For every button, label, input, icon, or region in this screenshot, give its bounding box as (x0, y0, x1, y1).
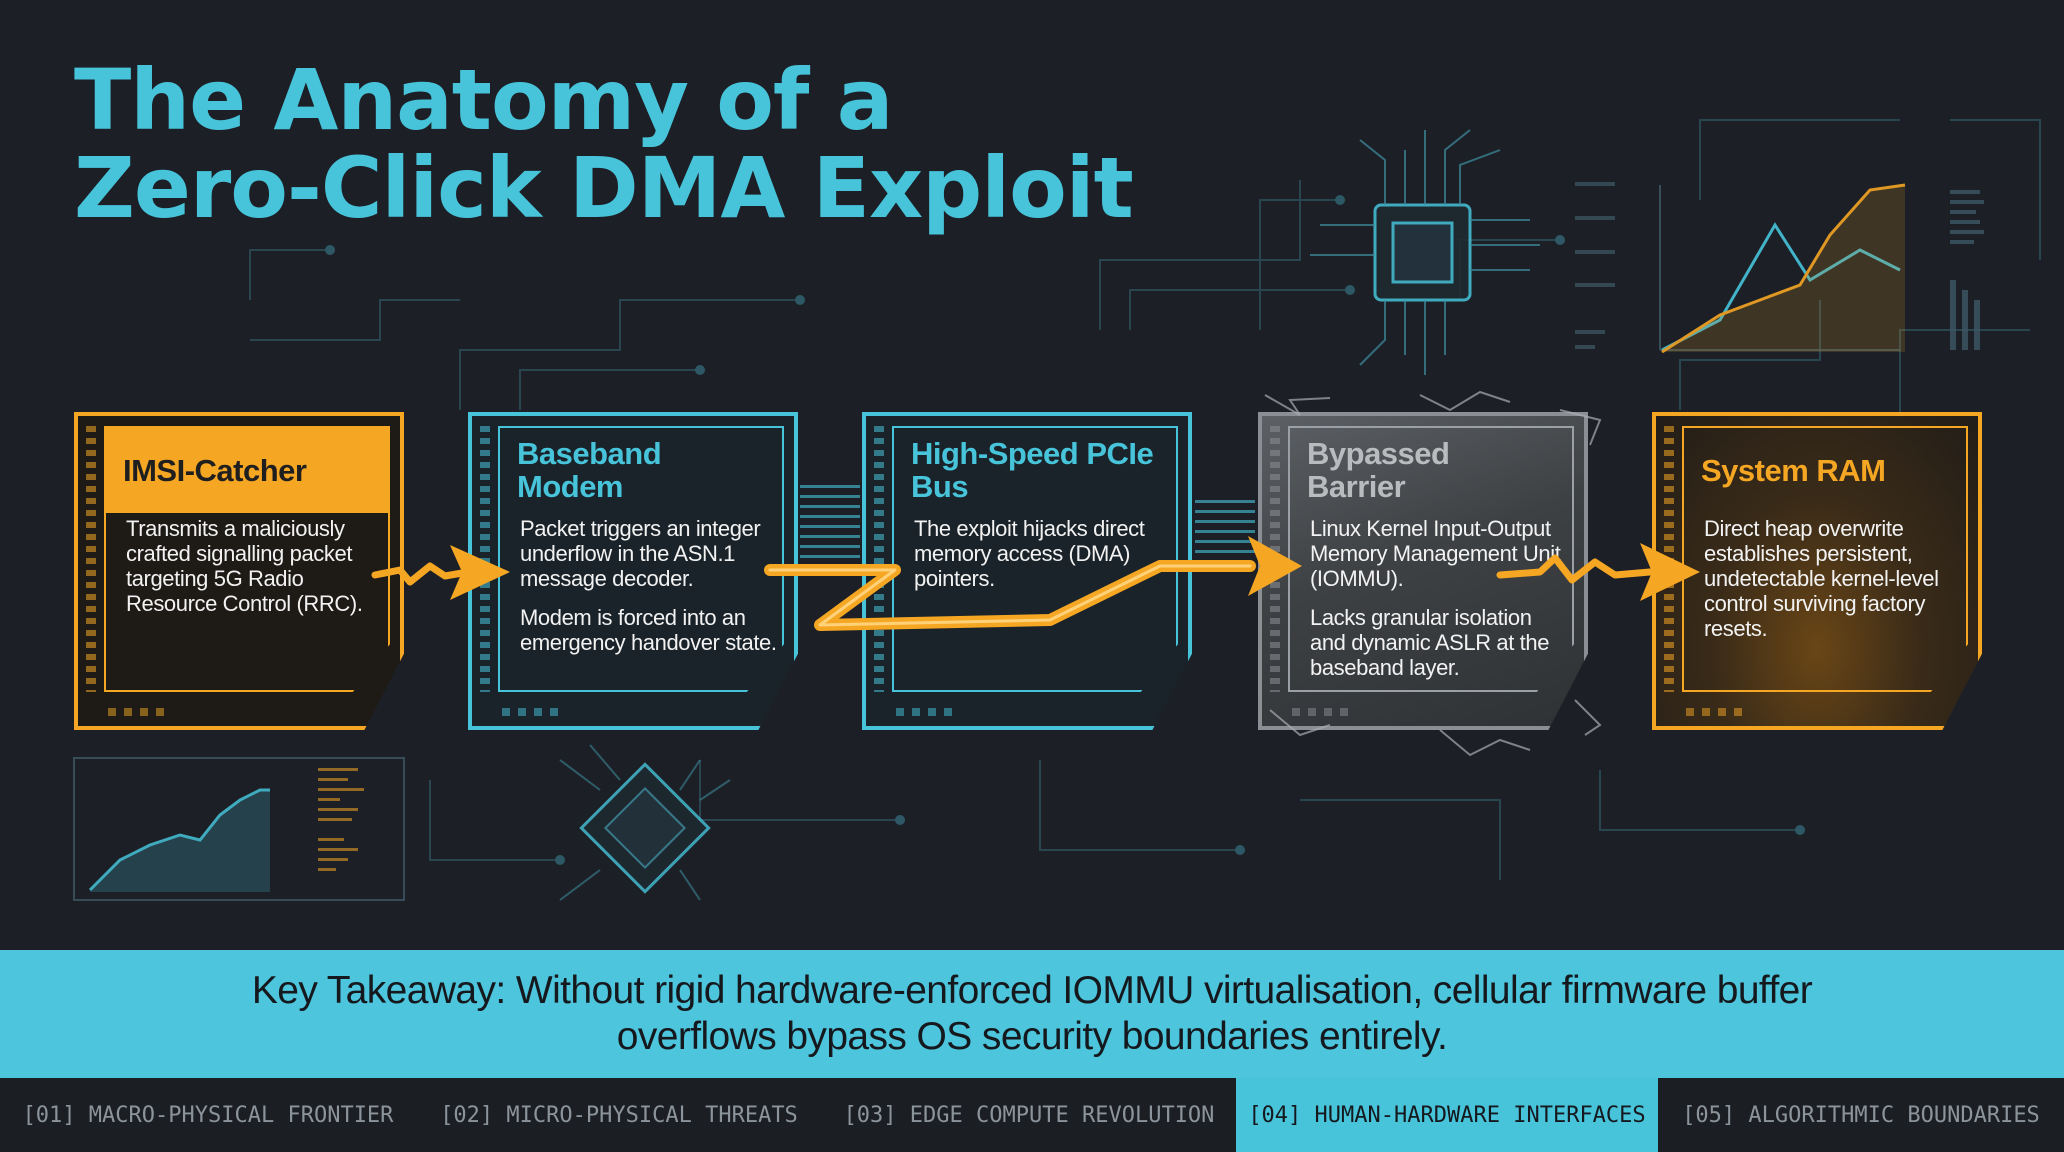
card-stripe (1664, 426, 1674, 692)
stage-card-system-ram: System RAM Direct heap overwrite establi… (1652, 412, 1982, 730)
stage-card-bypassed-barrier: Bypassed Barrier Linux Kernel Input-Outp… (1258, 412, 1588, 730)
stage-title: Baseband Modem (517, 436, 662, 504)
title-line-2: Zero-Click DMA Exploit (74, 139, 1134, 237)
stage-card-pcie-bus: High-Speed PCIe Bus The exploit hijacks … (862, 412, 1192, 730)
stage-title: IMSI-Catcher (105, 427, 389, 513)
nav-item-human-hardware-interfaces[interactable]: [04] HUMAN-HARDWARE INTERFACES (1236, 1078, 1658, 1152)
nav-item-algorithmic-boundaries[interactable]: [05] ALGORITHMIC BOUNDARIES (1682, 1102, 2040, 1128)
card-stripe (86, 426, 96, 692)
nav-item-macro-physical-frontier[interactable]: [01] MACRO-PHYSICAL FRONTIER (22, 1102, 394, 1128)
key-takeaway-banner: Key Takeaway: Without rigid hardware-enf… (0, 950, 2064, 1078)
nav-item-edge-compute-revolution[interactable]: [03] EDGE COMPUTE REVOLUTION (843, 1102, 1215, 1128)
stage-description: Direct heap overwrite establishes persis… (1704, 516, 1939, 641)
title-line-1: The Anatomy of a (74, 51, 893, 149)
stage-title: Bypassed Barrier (1307, 436, 1450, 504)
page-title: The Anatomy of a Zero-Click DMA Exploit (74, 51, 1134, 237)
card-stripe (874, 426, 884, 692)
stage-description: Linux Kernel Input-Output Memory Managem… (1310, 516, 1561, 680)
key-takeaway-text: Key Takeaway: Without rigid hardware-enf… (251, 969, 1813, 1058)
stage-description: The exploit hijacks direct memory access… (914, 516, 1145, 591)
stage-card-baseband-modem: Baseband Modem Packet triggers an intege… (468, 412, 798, 730)
section-nav: [01] MACRO-PHYSICAL FRONTIER [02] MICRO-… (0, 1078, 2064, 1152)
stage-card-imsi-catcher: IMSI-Catcher Transmits a maliciously cra… (74, 412, 404, 730)
card-stripe (1270, 426, 1280, 692)
stage-title: System RAM (1701, 452, 1886, 488)
stage-title: High-Speed PCIe Bus (911, 436, 1154, 504)
nav-item-micro-physical-threats[interactable]: [02] MICRO-PHYSICAL THREATS (440, 1102, 798, 1128)
stage-description: Packet triggers an integer underflow in … (520, 516, 777, 655)
card-stripe (480, 426, 490, 692)
stage-description: Transmits a maliciously crafted signalli… (126, 516, 363, 616)
